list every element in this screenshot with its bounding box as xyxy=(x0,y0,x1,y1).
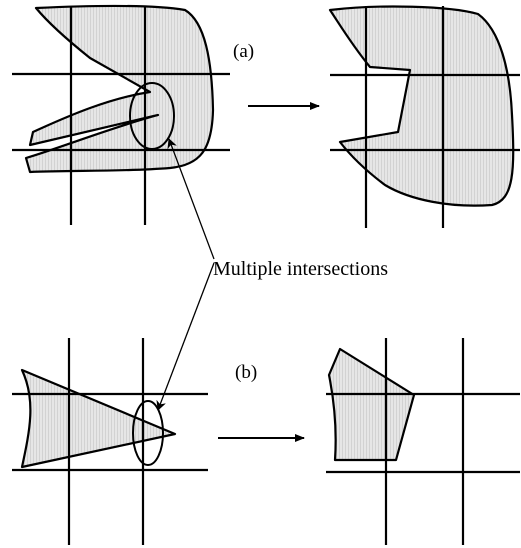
callout-pointer-b xyxy=(156,262,215,411)
intersection-marker-a xyxy=(129,82,175,150)
panel-b-after-shape xyxy=(327,347,416,462)
panel-a-before xyxy=(12,4,230,225)
callout-label: Multiple intersections xyxy=(213,258,388,280)
panel-b-label: (b) xyxy=(235,362,257,383)
panel-b-after xyxy=(326,338,520,545)
panel-b-before xyxy=(12,338,208,545)
intersection-marker-b xyxy=(132,400,164,466)
panel-a-after-shape xyxy=(328,5,515,207)
panel-a-after xyxy=(328,5,520,228)
panel-a-label: (a) xyxy=(233,41,254,62)
callout-pointer-a xyxy=(167,138,215,260)
panel-b-before-shape xyxy=(20,368,177,469)
panel-a-before-shape xyxy=(24,4,215,174)
